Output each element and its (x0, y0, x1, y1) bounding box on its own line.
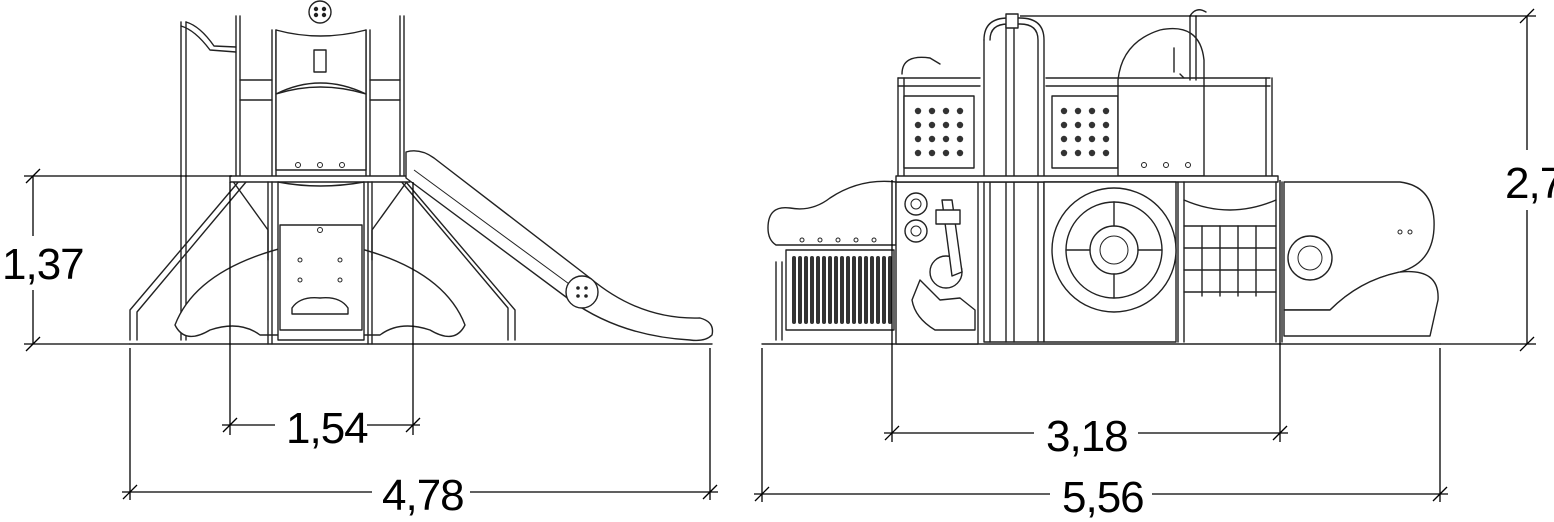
left-platform-width-label: 1,54 (286, 404, 368, 453)
left-playground-view (129, 0, 714, 345)
coil-spring (792, 256, 892, 324)
left-total-width-label: 4,78 (382, 471, 464, 520)
left-perforation-grid (914, 107, 964, 157)
left-height-label: 1,37 (2, 240, 84, 289)
right-height-label: 2,7 (1505, 159, 1554, 208)
right-total-width-label: 5,56 (1062, 473, 1144, 522)
right-dimensions: 2,7 3,18 5,56 (754, 8, 1554, 522)
right-platform-width-label: 3,18 (1046, 412, 1128, 461)
left-dimensions: 1,37 1,54 4,78 (2, 168, 718, 520)
right-playground-view (761, 9, 1441, 345)
right-perforation-grid (1060, 107, 1110, 157)
